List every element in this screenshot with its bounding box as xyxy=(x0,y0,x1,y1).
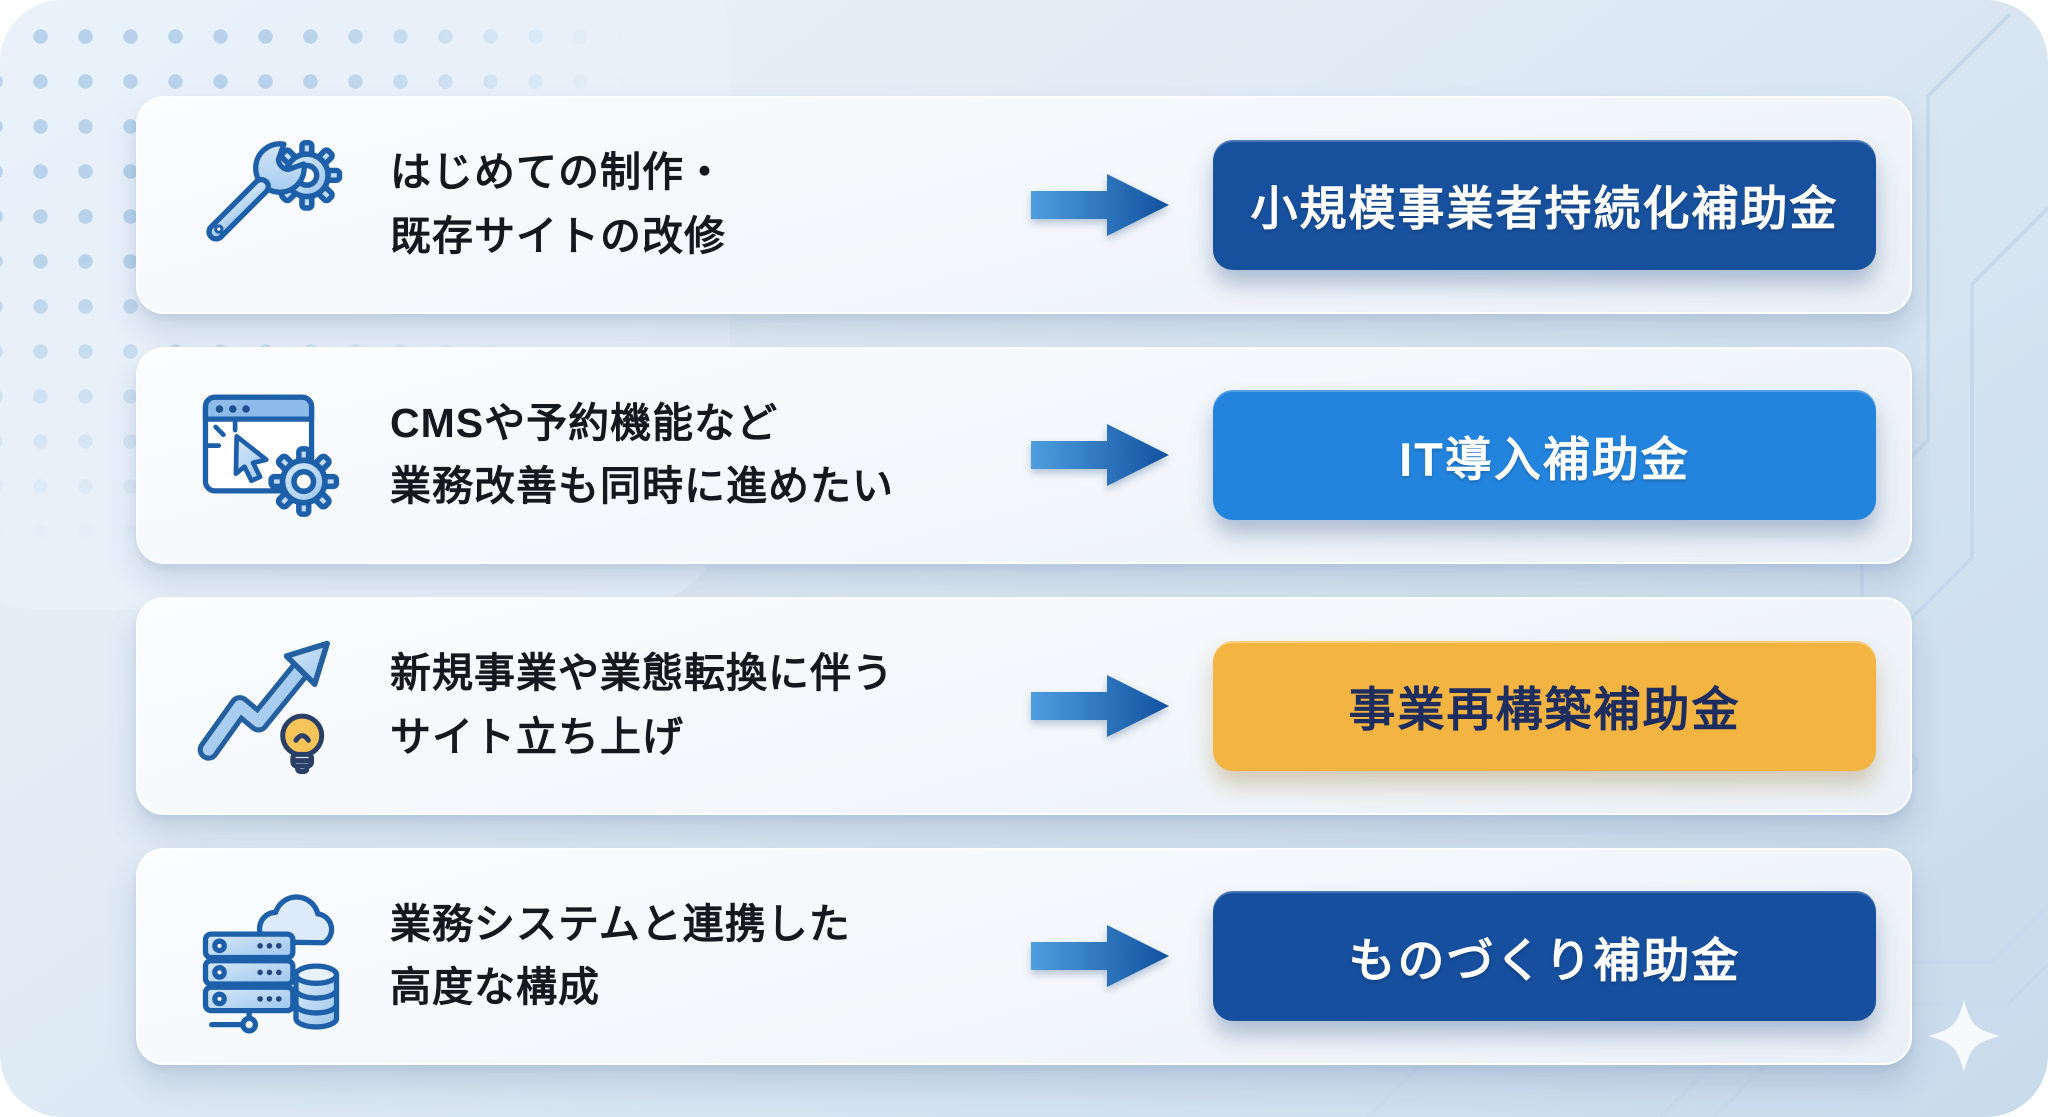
server-cloud-database-icon xyxy=(186,876,356,1036)
row-card-2: CMSや予約機能など 業務改善も同時に進めたい IT導入補助金 xyxy=(136,346,1912,564)
subsidy-badge-label: ものづくり補助金 xyxy=(1348,933,1741,987)
subsidy-badge: ものづくり補助金 xyxy=(1213,891,1876,1022)
row-description: 業務システムと連携した 高度な構成 xyxy=(390,893,1031,1020)
subsidy-badge-label: IT導入補助金 xyxy=(1399,432,1690,486)
browser-cursor-gear-icon xyxy=(186,375,356,535)
sparkle-icon xyxy=(1928,1000,2000,1072)
subsidy-badge: 事業再構築補助金 xyxy=(1213,640,1876,771)
row-description: 新規事業や業態転換に伴う サイト立ち上げ xyxy=(390,642,1031,769)
row-description-line: 新規事業や業態転換に伴う xyxy=(390,650,894,697)
subsidy-badge-label: 事業再構築補助金 xyxy=(1348,683,1741,737)
row-description-line: 業務システムと連携した xyxy=(390,900,851,947)
subsidy-badge-label: 小規模事業者持続化補助金 xyxy=(1250,182,1839,236)
wrench-gear-icon xyxy=(186,125,356,285)
right-arrow-icon xyxy=(1031,673,1171,739)
row-card-4: 業務システムと連携した 高度な構成 ものづくり補助金 xyxy=(136,847,1912,1065)
right-arrow-icon xyxy=(1031,422,1171,488)
subsidy-badge: 小規模事業者持続化補助金 xyxy=(1213,139,1876,270)
right-arrow-icon xyxy=(1031,172,1171,238)
row-card-3: 新規事業や業態転換に伴う サイト立ち上げ 事業再構築補助金 xyxy=(136,597,1912,815)
row-description: CMSや予約機能など 業務改善も同時に進めたい xyxy=(390,392,1031,519)
row-card-1: はじめての制作・ 既存サイトの改修 小規模事業者持続化補助金 xyxy=(136,96,1912,314)
right-arrow-icon xyxy=(1031,923,1171,989)
row-description-line: 業務改善も同時に進めたい xyxy=(390,463,894,510)
row-description: はじめての制作・ 既存サイトの改修 xyxy=(390,141,1031,268)
row-description-line: 高度な構成 xyxy=(390,964,600,1011)
row-description-line: サイト立ち上げ xyxy=(390,713,684,760)
rows-container: はじめての制作・ 既存サイトの改修 小規模事業者持続化補助金 xyxy=(136,96,1912,1065)
row-description-line: はじめての制作・ xyxy=(390,149,726,196)
subsidy-badge: IT導入補助金 xyxy=(1213,390,1876,521)
row-description-line: 既存サイトの改修 xyxy=(390,212,726,259)
growth-arrow-bulb-icon xyxy=(186,626,356,786)
row-description-line: CMSや予約機能など xyxy=(390,399,779,446)
